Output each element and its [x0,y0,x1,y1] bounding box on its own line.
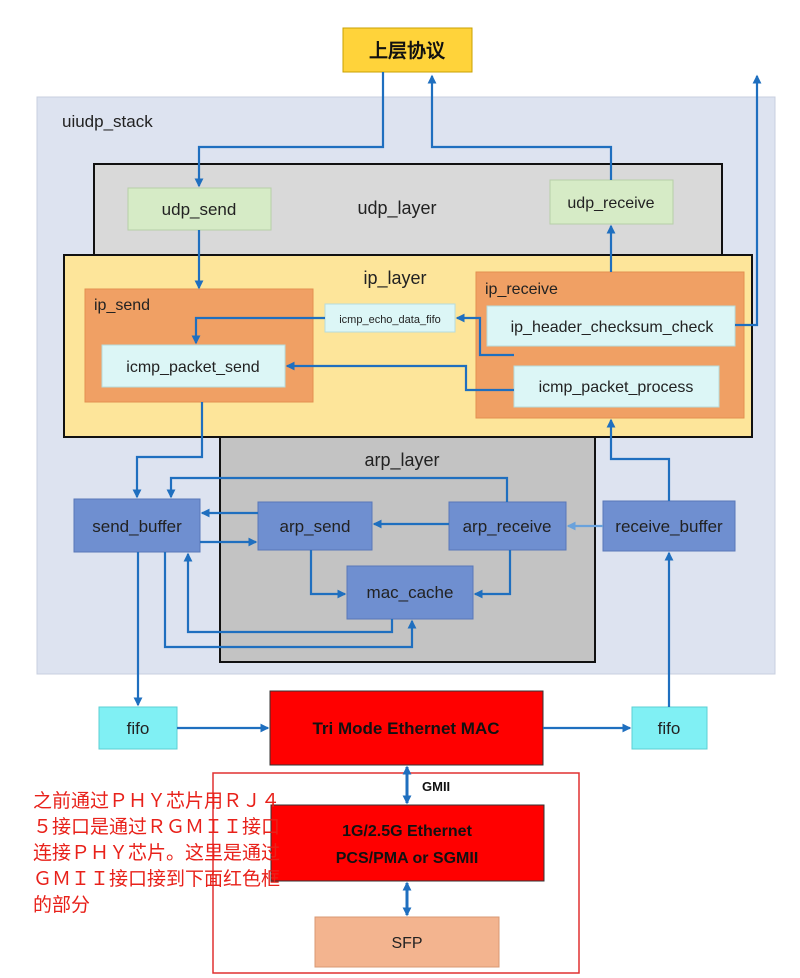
icmp-echo-data-fifo-box [324,303,456,333]
arrow-udp-receive-to-upper [427,74,613,180]
arrow-send-buffer-to-mac-cache [163,552,417,649]
icmp-echo-data-fifo-label: icmp_echo_data_fifo [339,314,441,326]
udp-layer-label: udp_layer [357,198,436,219]
ip-layer-label: ip_layer [363,268,426,289]
icmp-packet-process-box [513,365,720,408]
udp-receive-label: udp_receive [567,195,654,212]
arrow-upper-to-udp-send [194,72,385,188]
ip-header-checksum-check-box [486,305,736,347]
icmp-packet-send-box [101,344,286,388]
tri-mode-ethernet-mac-box [269,690,544,766]
sfp-box [314,916,500,968]
receive-buffer-box [602,500,736,552]
gmii-label: GMII [422,779,450,794]
arp-layer-label: arp_layer [364,450,439,471]
udp-send-label: udp_send [162,200,237,219]
udp-receive-box [549,179,674,225]
upper-protocol-box [342,27,473,73]
pcs-pma-line1: 1G/2.5G Ethernet [342,823,472,840]
arrow-arp-receive-to-send-buffer [166,476,509,502]
fifo-left-box [98,706,178,750]
arrow-mac-cache-to-send-buffer [183,552,394,634]
arrow-icmp-process-to-send [285,361,514,392]
arp-receive-box [448,501,567,551]
fifo-right-box [631,706,708,750]
icmp-packet-send-label: icmp_packet_send [126,359,259,376]
arrow-fifo-to-icmp-send [191,316,325,345]
annotation-note: 之前通过ＰＨＹ芯片用ＲＪ４５接口是通过ＲＧＭＩＩ接口连接ＰＨＹ芯片。这里是通过Ｇ… [33,790,281,916]
uiudp-stack-label: uiudp_stack [62,112,153,131]
arrow-arp-receive-to-mac-cache [473,550,512,599]
udp-send-box [127,187,272,231]
red-frame [212,772,580,974]
upper-protocol-label: 上层协议 [369,39,446,62]
send-buffer-label: send_buffer [92,517,182,536]
tri-mode-ethernet-mac-label: Tri Mode Ethernet MAC [312,719,499,738]
pcs-pma-box [270,804,545,882]
arrow-checksum-to-top-right [735,74,762,327]
arrow-arp-send-to-mac-cache [309,550,347,599]
sfp-label: SFP [391,935,422,952]
ip-send-label: ip_send [94,297,150,314]
send-buffer-box [73,498,201,553]
arp-receive-label: arp_receive [463,517,552,536]
arp-send-label: arp_send [280,517,351,536]
fifo-left-label: fifo [127,719,150,738]
arrow-ip-send-to-send-buffer [132,402,204,499]
pcs-pma-line2: PCS/PMA or SGMII [336,850,479,867]
arrow-ip-receive-to-fifo [455,313,514,357]
arp-send-box [257,501,373,551]
fifo-right-label: fifo [658,719,681,738]
arrow-receive-buffer-to-ip-receive [606,418,671,501]
receive-buffer-label: receive_buffer [615,517,723,536]
mac-cache-box [346,565,474,620]
icmp-packet-process-label: icmp_packet_process [539,379,694,396]
ip-receive-label: ip_receive [485,281,558,298]
ip-header-checksum-check-label: ip_header_checksum_check [511,319,715,336]
mac-cache-label: mac_cache [367,583,454,602]
